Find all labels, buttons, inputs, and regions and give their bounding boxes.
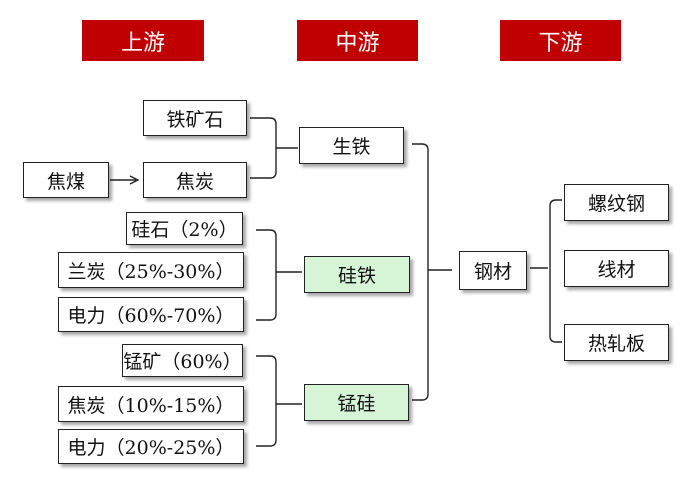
- bracket-pig-iron: [250, 117, 277, 179]
- header-downstream: 下游: [500, 20, 621, 61]
- box-power-ferrosilicon: 电力（60%-70%）: [58, 297, 244, 332]
- box-coking-coal: 焦煤: [23, 162, 109, 198]
- bracket-silicomanganese: [256, 355, 277, 447]
- box-coke-share: 焦炭（10%-15%）: [58, 386, 244, 422]
- bracket-downstream: [549, 199, 562, 343]
- box-pig-iron: 生铁: [299, 127, 404, 164]
- box-manganese-ore: 锰矿（60%）: [122, 344, 243, 377]
- box-wire-rod: 线材: [564, 250, 669, 287]
- box-semi-coke: 兰炭（25%-30%）: [58, 252, 244, 288]
- box-rebar: 螺纹钢: [564, 184, 669, 221]
- box-hot-rolled-coil: 热轧板: [564, 324, 669, 361]
- box-silica: 硅石（2%）: [126, 212, 243, 245]
- box-iron-ore: 铁矿石: [143, 100, 247, 136]
- bracket-ferrosilicon: [256, 229, 277, 321]
- box-steel: 钢材: [459, 251, 527, 290]
- header-upstream: 上游: [82, 20, 204, 61]
- box-ferrosilicon: 硅铁: [304, 256, 410, 293]
- bracket-steel: [412, 143, 429, 401]
- box-coke: 焦炭: [143, 162, 247, 198]
- box-silicomanganese: 锰硅: [304, 384, 409, 421]
- header-midstream: 中游: [297, 20, 418, 61]
- box-power-silicomanganese: 电力（20%-25%）: [58, 429, 244, 464]
- arrowhead-coke: [129, 175, 140, 185]
